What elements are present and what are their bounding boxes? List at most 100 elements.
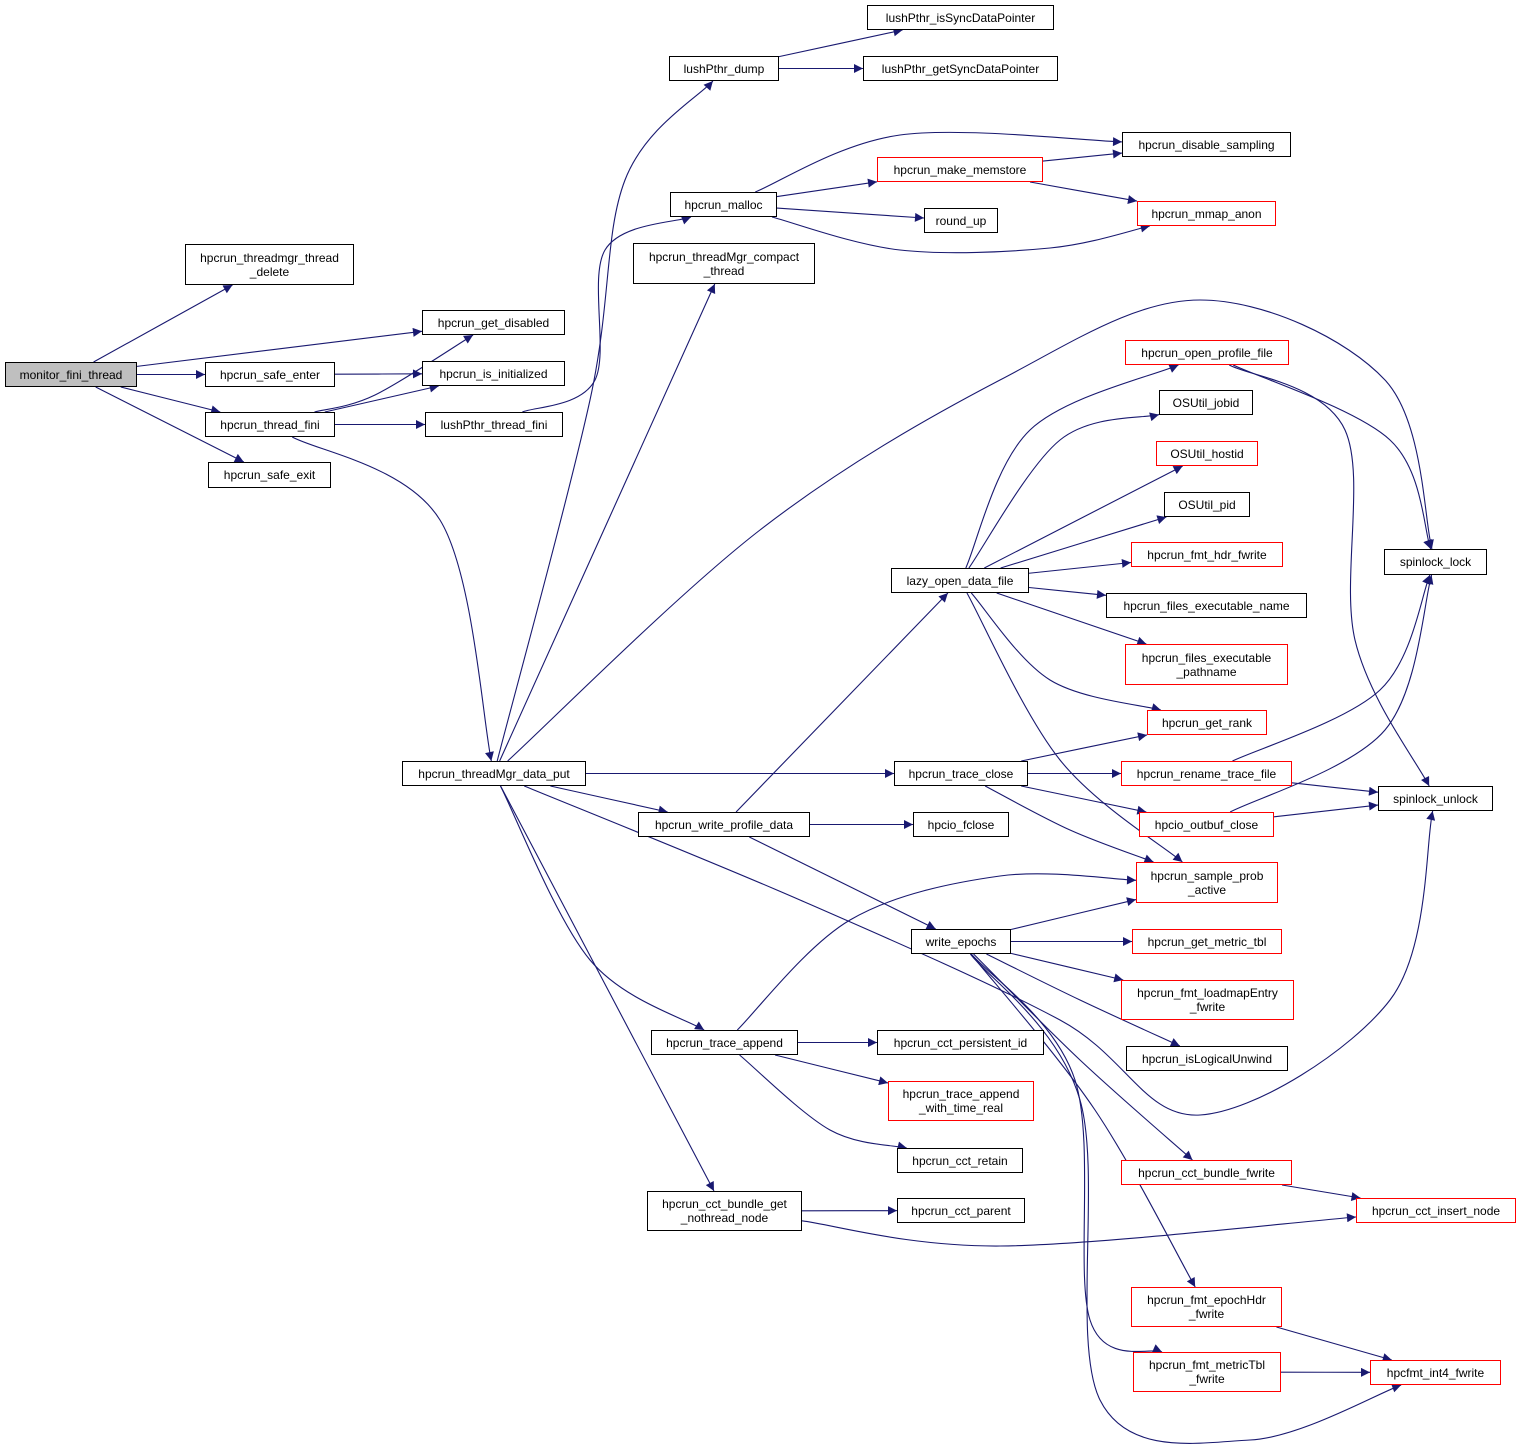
edge-lazy-open-to-exec-pathname — [996, 592, 1147, 646]
edge-write-epochs-to-logical-unwind — [986, 953, 1181, 1047]
node-monitor-fini-thread[interactable]: monitor_fini_thread — [5, 362, 137, 387]
node-loadmap[interactable]: hpcrun_fmt_loadmapEntry _fwrite — [1121, 980, 1294, 1020]
edge-write-epochs-to-metrictbl-fwrite — [970, 953, 1163, 1353]
edge-nothread-node-to-insert-node — [801, 1213, 1357, 1247]
edge-lazy-open-to-exec-name — [1028, 586, 1107, 599]
node-outbuf-close[interactable]: hpcio_outbuf_close — [1139, 812, 1274, 837]
node-append-time[interactable]: hpcrun_trace_append _with_time_real — [888, 1081, 1034, 1121]
edge-monitor-fini-thread-to-threadmgr-thread-delete — [93, 284, 233, 363]
edge-data-put-to-lush-dump — [496, 80, 714, 762]
node-trace-append[interactable]: hpcrun_trace_append — [651, 1030, 798, 1055]
node-persistent-id[interactable]: hpcrun_cct_persistent_id — [877, 1030, 1044, 1055]
edge-lazy-open-to-hdr-fwrite — [1028, 558, 1132, 574]
edge-outbuf-close-to-spinlock-lock — [1229, 574, 1434, 813]
edge-write-profile-to-lazy-open — [735, 592, 949, 813]
node-disable-sampling[interactable]: hpcrun_disable_sampling — [1122, 132, 1291, 157]
edge-lazy-open-to-jobid — [968, 412, 1160, 569]
node-logical-unwind[interactable]: hpcrun_isLogicalUnwind — [1126, 1046, 1288, 1071]
edge-make-memstore-to-disable-sampling — [1042, 149, 1123, 162]
node-spinlock-unlock[interactable]: spinlock_unlock — [1378, 786, 1493, 811]
edge-monitor-fini-thread-to-safe-exit — [95, 386, 245, 463]
node-threadmgr-thread-delete[interactable]: hpcrun_threadmgr_thread _delete — [185, 244, 354, 285]
node-spinlock-lock[interactable]: spinlock_lock — [1384, 549, 1487, 575]
node-lush-dump[interactable]: lushPthr_dump — [669, 56, 779, 81]
edge-lush-thread-fini-to-malloc — [522, 216, 692, 413]
node-sample-prob[interactable]: hpcrun_sample_prob _active — [1136, 862, 1278, 903]
edge-data-put-to-nothread-node — [500, 785, 715, 1192]
node-mmap-anon[interactable]: hpcrun_mmap_anon — [1137, 201, 1276, 226]
node-epochhdr[interactable]: hpcrun_fmt_epochHdr _fwrite — [1131, 1287, 1282, 1327]
edge-malloc-to-disable-sampling — [755, 131, 1123, 193]
edge-trace-close-to-get-rank — [1021, 732, 1148, 762]
node-get-rank[interactable]: hpcrun_get_rank — [1147, 710, 1267, 735]
node-exec-name[interactable]: hpcrun_files_executable_name — [1106, 593, 1307, 618]
edge-data-put-to-trace-append — [499, 785, 705, 1031]
edge-lazy-open-to-open-profile-file — [965, 364, 1179, 569]
edge-bundle-fwrite-to-insert-node — [1281, 1184, 1361, 1201]
edge-lazy-open-to-hostid — [984, 465, 1183, 569]
edge-data-put-to-write-profile — [550, 785, 668, 815]
edge-malloc-to-make-memstore — [776, 178, 878, 198]
node-malloc[interactable]: hpcrun_malloc — [670, 192, 777, 217]
node-safe-exit[interactable]: hpcrun_safe_exit — [208, 462, 331, 488]
node-hdr-fwrite[interactable]: hpcrun_fmt_hdr_fwrite — [1131, 542, 1283, 567]
edge-trace-append-to-append-time — [774, 1054, 889, 1086]
node-thread-fini[interactable]: hpcrun_thread_fini — [205, 412, 335, 437]
node-metrictbl-fwrite[interactable]: hpcrun_fmt_metricTbl _fwrite — [1133, 1352, 1281, 1392]
edge-data-put-to-spinlock-unlock — [524, 785, 1436, 1116]
node-nothread-node[interactable]: hpcrun_cct_bundle_get _nothread_node — [647, 1191, 802, 1231]
edge-write-epochs-to-sample-prob — [1010, 897, 1137, 931]
edge-thread-fini-to-get-disabled — [314, 334, 474, 413]
node-insert-node[interactable]: hpcrun_cct_insert_node — [1356, 1198, 1516, 1223]
edge-rename-trace-to-spinlock-lock — [1232, 574, 1431, 762]
node-write-profile[interactable]: hpcrun_write_profile_data — [638, 812, 810, 837]
edge-monitor-fini-thread-to-thread-fini — [120, 386, 221, 415]
node-int4[interactable]: hpcfmt_int4_fwrite — [1370, 1360, 1501, 1385]
edge-lush-dump-to-is-sync — [778, 27, 903, 58]
node-safe-enter[interactable]: hpcrun_safe_enter — [205, 362, 335, 387]
edge-lazy-open-to-sample-prob — [966, 592, 1183, 863]
node-make-memstore[interactable]: hpcrun_make_memstore — [877, 157, 1043, 182]
node-bundle-fwrite[interactable]: hpcrun_cct_bundle_fwrite — [1121, 1160, 1292, 1185]
node-hostid[interactable]: OSUtil_hostid — [1156, 441, 1258, 466]
node-lazy-open[interactable]: lazy_open_data_file — [891, 568, 1029, 593]
node-cct-parent[interactable]: hpcrun_cct_parent — [897, 1198, 1025, 1223]
edge-make-memstore-to-mmap-anon — [1029, 181, 1138, 204]
node-lush-thread-fini[interactable]: lushPthr_thread_fini — [425, 412, 563, 437]
node-write-epochs[interactable]: write_epochs — [911, 929, 1011, 954]
edge-trace-append-to-sample-prob — [736, 873, 1137, 1031]
edge-data-put-to-spinlock-lock — [507, 299, 1434, 762]
edge-malloc-to-mmap-anon — [771, 216, 1150, 254]
node-is-sync[interactable]: lushPthr_isSyncDataPointer — [867, 5, 1054, 30]
edge-write-epochs-to-epochhdr — [970, 953, 1196, 1288]
node-get-sync[interactable]: lushPthr_getSyncDataPointer — [863, 56, 1058, 81]
edge-trace-close-to-sample-prob — [984, 785, 1154, 863]
node-data-put[interactable]: hpcrun_threadMgr_data_put — [402, 761, 586, 786]
node-pid[interactable]: OSUtil_pid — [1164, 492, 1250, 517]
node-exec-pathname[interactable]: hpcrun_files_executable _pathname — [1125, 644, 1288, 685]
node-compact-thread[interactable]: hpcrun_threadMgr_compact _thread — [633, 243, 815, 284]
edge-rename-trace-to-spinlock-unlock — [1291, 782, 1379, 796]
edge-trace-append-to-cct-retain — [739, 1054, 907, 1151]
node-metric-tbl[interactable]: hpcrun_get_metric_tbl — [1132, 929, 1282, 954]
edge-write-epochs-to-loadmap — [1010, 952, 1124, 983]
edge-malloc-to-round-up — [776, 207, 925, 222]
node-rename-trace[interactable]: hpcrun_rename_trace_file — [1121, 761, 1292, 786]
edge-lazy-open-to-get-rank — [970, 592, 1161, 712]
node-jobid[interactable]: OSUtil_jobid — [1159, 390, 1253, 415]
edge-lazy-open-to-pid — [1000, 515, 1167, 569]
node-fclose[interactable]: hpcio_fclose — [913, 812, 1009, 837]
node-trace-close[interactable]: hpcrun_trace_close — [894, 761, 1028, 786]
edge-monitor-fini-thread-to-get-disabled — [136, 327, 423, 367]
node-is-initialized[interactable]: hpcrun_is_initialized — [422, 361, 565, 386]
node-open-profile-file[interactable]: hpcrun_open_profile_file — [1125, 340, 1289, 365]
edge-write-epochs-to-int4 — [969, 953, 1402, 1444]
edge-epochhdr-to-int4 — [1276, 1326, 1392, 1362]
node-round-up[interactable]: round_up — [924, 208, 998, 233]
edge-open-profile-file-to-spinlock-lock — [1232, 364, 1432, 550]
edge-thread-fini-to-data-put — [291, 436, 494, 762]
node-get-disabled[interactable]: hpcrun_get_disabled — [422, 310, 565, 335]
edge-thread-fini-to-is-initialized — [324, 383, 439, 413]
node-cct-retain[interactable]: hpcrun_cct_retain — [897, 1148, 1023, 1173]
